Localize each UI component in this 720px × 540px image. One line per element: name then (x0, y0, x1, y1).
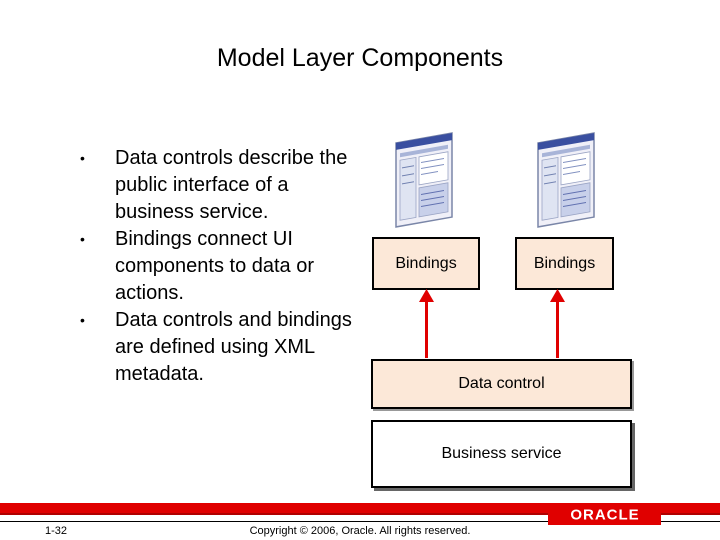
arrow-line-left (425, 300, 428, 358)
footer-divider (0, 521, 720, 522)
bullet-item: • Data controls and bindings are defined … (70, 307, 370, 388)
logo-text: ORACLE (570, 507, 639, 524)
footer-red-bar (0, 503, 720, 513)
arrow-line-right (556, 300, 559, 358)
page-number: 1-32 (45, 525, 68, 537)
bullet-text: Bindings connect UI components to data o… (115, 228, 315, 304)
ui-screen-right-icon (537, 132, 595, 228)
bullet-text: Data controls and bindings are defined u… (115, 309, 352, 385)
bullet-text: Data controls describe the public interf… (115, 147, 348, 223)
bullet-dot-icon: • (80, 231, 85, 247)
bullet-item: • Data controls describe the public inter… (70, 145, 370, 226)
oracle-logo-wordmark-icon: ORACLE (570, 507, 639, 524)
bullet-dot-icon: • (80, 312, 85, 328)
slide-title: Model Layer Components (216, 44, 504, 72)
arrowhead-up-left-icon (419, 289, 434, 302)
copyright-text: Copyright © 2006, Oracle. All rights res… (249, 525, 471, 537)
bindings-box-right: Bindings (515, 237, 614, 290)
business-service-box: Business service (371, 420, 632, 488)
arrowhead-up-right-icon (550, 289, 565, 302)
ui-screen-left-icon (395, 132, 453, 228)
bullet-dot-icon: • (80, 150, 85, 166)
footer-red-bar-shadow (0, 513, 720, 515)
bindings-box-left: Bindings (372, 237, 480, 290)
oracle-logo: ORACLE (548, 503, 661, 525)
bullet-item: • Bindings connect UI components to data … (70, 226, 370, 307)
data-control-box: Data control (371, 359, 632, 409)
bullet-list: • Data controls describe the public inter… (70, 145, 370, 388)
